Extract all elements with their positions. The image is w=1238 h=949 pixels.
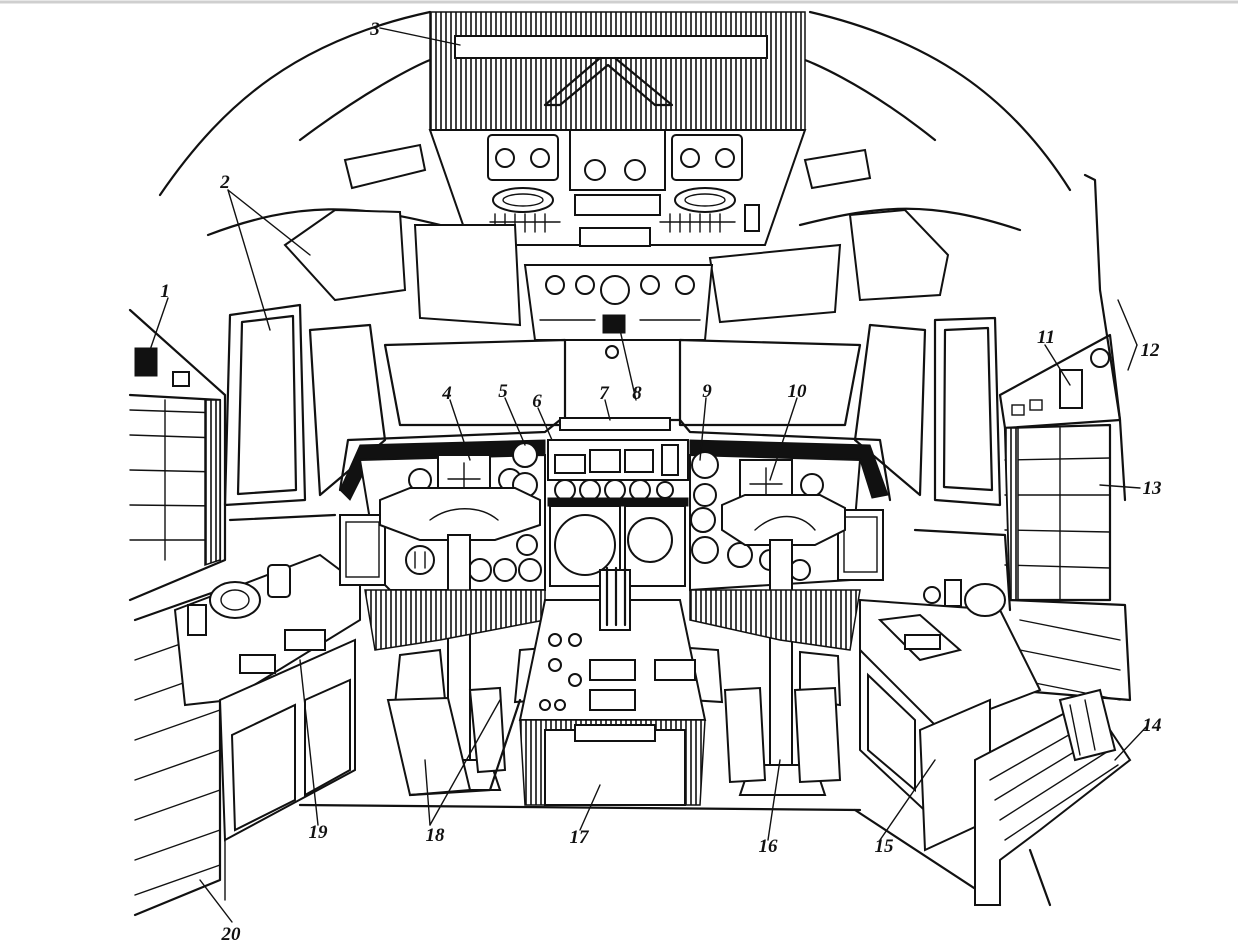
callout-19: 19 bbox=[309, 822, 329, 843]
callout-18: 18 bbox=[426, 825, 446, 846]
callout-numbers: 1 2 3 4 5 6 7 8 9 10 11 12 13 14 15 16 1… bbox=[160, 19, 1161, 945]
callout-16: 16 bbox=[759, 836, 779, 857]
callout-5: 5 bbox=[498, 381, 508, 402]
left-side-console bbox=[173, 513, 361, 901]
callout-14: 14 bbox=[1143, 715, 1162, 736]
callout-9: 9 bbox=[702, 381, 712, 402]
rudder-pedals bbox=[386, 646, 842, 797]
callout-17: 17 bbox=[570, 827, 591, 848]
visor-left-outer bbox=[283, 208, 407, 302]
callout-11: 11 bbox=[1037, 327, 1055, 348]
callout-8: 8 bbox=[632, 383, 642, 404]
canopy-outline bbox=[158, 10, 1072, 237]
overhead-panel bbox=[428, 11, 807, 247]
side-window-left bbox=[223, 303, 307, 507]
right-side-console bbox=[853, 528, 1042, 907]
overhead-center-cluster bbox=[569, 129, 666, 247]
overhead-left-cluster bbox=[487, 134, 559, 213]
panel-skirt bbox=[364, 589, 861, 651]
sun-visors bbox=[283, 143, 950, 327]
callout-12: 12 bbox=[1141, 340, 1161, 361]
visor-left-inner bbox=[413, 224, 522, 327]
callout-13: 13 bbox=[1143, 478, 1162, 499]
callout-6: 6 bbox=[532, 391, 542, 412]
callout-7: 7 bbox=[599, 383, 610, 404]
callout-20: 20 bbox=[221, 924, 242, 945]
windshield-right bbox=[853, 323, 927, 497]
windshields bbox=[223, 303, 1002, 507]
glareshield bbox=[338, 417, 892, 502]
overhead-handrail bbox=[454, 35, 768, 59]
overhead-console bbox=[523, 264, 714, 359]
left-wall-panel bbox=[128, 308, 227, 917]
visor-right-outer bbox=[848, 208, 950, 302]
windshield-left bbox=[308, 323, 387, 497]
center-pedestal bbox=[518, 566, 707, 806]
overhead-right-cluster bbox=[671, 134, 760, 232]
callout-1: 1 bbox=[160, 281, 170, 302]
callout-3: 3 bbox=[369, 19, 380, 40]
first-officer-seat bbox=[974, 688, 1132, 907]
callout-15: 15 bbox=[875, 836, 895, 857]
callout-4: 4 bbox=[441, 383, 452, 404]
compass-mount bbox=[559, 417, 671, 431]
floor-edge bbox=[298, 803, 862, 812]
leader-lines bbox=[149, 27, 1149, 923]
callout-2: 2 bbox=[219, 172, 230, 193]
right-wall-panel bbox=[998, 173, 1132, 702]
callout-10: 10 bbox=[788, 381, 808, 402]
visor-right-inner bbox=[708, 243, 842, 324]
side-window-right bbox=[933, 316, 1002, 507]
